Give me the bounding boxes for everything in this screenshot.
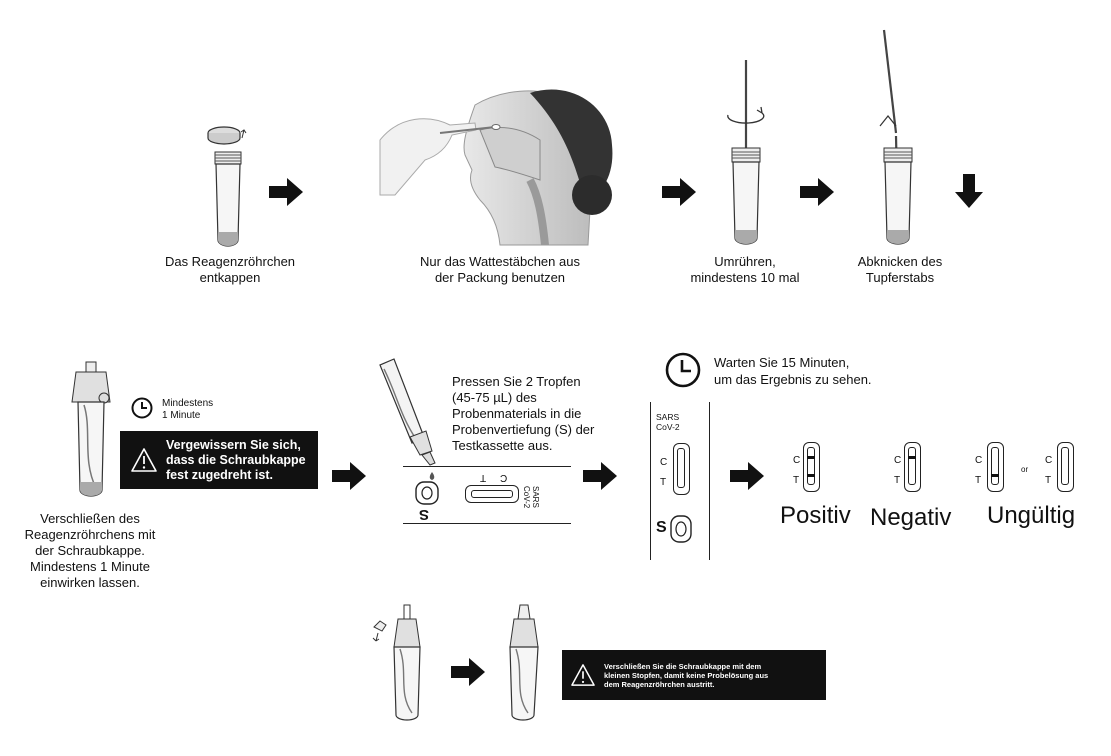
- cassette-cov-text: CoV-2: [522, 486, 531, 509]
- step5-warning-box: Vergewissern Sie sich, dass die Schraubk…: [120, 431, 318, 489]
- nasal-swab-illustration: [379, 89, 613, 246]
- step2-caption-line1: Nur das Wattestäbchen aus: [420, 254, 580, 269]
- step6-instruction-line2: (45-75 µL) des: [452, 390, 537, 405]
- warning-triangle-icon: [131, 448, 157, 472]
- test-cassette-horizontal: [403, 466, 571, 524]
- right-arrow-icon: [800, 178, 834, 206]
- right-arrow-icon: [332, 462, 366, 490]
- clock-icon: [665, 352, 701, 388]
- step1-caption-line1: Das Reagenzröhrchen: [164, 254, 296, 269]
- right-arrow-icon: [269, 178, 303, 206]
- result-window-horizontal: [465, 485, 519, 503]
- step5-timer-line1: Mindestens: [162, 398, 214, 409]
- break-swab-illustration: [879, 29, 913, 245]
- or-label: or: [1021, 465, 1029, 474]
- clock-icon: [131, 397, 153, 419]
- step1-caption-line2: entkappen: [199, 270, 261, 285]
- cassette-s-label-vertical: S: [656, 519, 667, 536]
- stirring-tube-illustration: [727, 60, 765, 245]
- step5-caption-line1: Verschließen des: [40, 511, 140, 526]
- step5-caption-line3: der Schraubkappe.: [35, 543, 145, 558]
- cassette-sars-label-horizontal: SARS CoV-2: [522, 486, 540, 508]
- positive-result-window: [803, 442, 820, 492]
- invalid1-t-label: T: [975, 475, 982, 486]
- cassette-cov-text-vertical: CoV-2: [656, 422, 680, 432]
- negative-label: Negativ: [870, 504, 952, 531]
- cassette-c-label-vertical: C: [660, 457, 668, 468]
- step6-instruction-line5: Testkassette aus.: [452, 438, 553, 453]
- cassette-t-label-vertical: T: [660, 477, 667, 488]
- closed-dropper-tube-illustration: [509, 604, 539, 721]
- sample-well-icon: [670, 515, 692, 543]
- negative-result-window: [904, 442, 921, 492]
- invalid-result-window-1: [987, 442, 1004, 492]
- right-arrow-icon: [451, 658, 485, 686]
- step8-warning-line3: dem Reagenzröhrchen austritt.: [604, 679, 715, 689]
- step4-caption-line1: Abknicken des: [857, 254, 943, 269]
- test-cassette-vertical: [650, 402, 710, 560]
- step2-caption-line2: der Packung benutzen: [434, 270, 566, 285]
- reagent-tube-illustration: [207, 126, 247, 247]
- step4-caption-line2: Tupferstabs: [865, 270, 935, 285]
- step5-caption-line5: einwirken lassen.: [40, 575, 140, 590]
- step5-timer-line2: 1 Minute: [162, 410, 201, 421]
- right-arrow-icon: [730, 462, 764, 490]
- positive-c-label: C: [793, 455, 801, 466]
- step5-caption-line4: Mindestens 1 Minute: [30, 559, 150, 574]
- invalid-label: Ungültig: [987, 502, 1076, 529]
- step5-caption-line2: Reagenzröhrchens mit: [24, 527, 156, 542]
- result-window-vertical: [673, 443, 690, 495]
- invalid-result-window-2: [1057, 442, 1074, 492]
- warning-triangle-icon: [571, 664, 595, 686]
- invalid1-c-label: C: [975, 455, 983, 466]
- step7-wait-line1: Warten Sie 15 Minuten,: [714, 355, 850, 370]
- invalid2-c-label: C: [1045, 455, 1053, 466]
- step5-warning-line2: dass die Schraubkappe: [166, 452, 306, 467]
- step5-warning-line3: fest zugedreht ist.: [166, 467, 273, 482]
- dropper-tube-illustration: [379, 358, 436, 480]
- positive-t-label: T: [793, 475, 800, 486]
- cassette-t-label: T: [480, 472, 487, 483]
- cassette-s-label: S: [419, 506, 430, 523]
- step3-caption-line1: Umrühren,: [714, 254, 776, 269]
- closed-tube-illustration: [71, 361, 111, 497]
- step5-warning-line1: Vergewissern Sie sich,: [166, 437, 301, 452]
- right-arrow-icon: [583, 462, 617, 490]
- step8-warning-line2: kleinen Stopfen, damit keine Probelösung…: [604, 670, 769, 680]
- positive-label: Positiv: [780, 502, 851, 529]
- negative-t-label: T: [894, 475, 901, 486]
- cassette-c-label: C: [500, 472, 508, 483]
- negative-c-label: C: [894, 455, 902, 466]
- cassette-sars-text-vertical: SARS: [656, 412, 680, 422]
- step6-instruction-line4: Probenvertiefung (S) der: [452, 422, 595, 437]
- down-arrow-icon: [955, 174, 983, 208]
- step7-wait-line2: um das Ergebnis zu sehen.: [714, 372, 872, 387]
- cassette-sars-text: SARS: [531, 486, 540, 508]
- step3-caption-line2: mindestens 10 mal: [690, 270, 800, 285]
- sample-well-icon: [415, 481, 439, 505]
- step8-warning-line1: Verschließen Sie die Schraubkappe mit de…: [604, 661, 762, 671]
- right-arrow-icon: [662, 178, 696, 206]
- step6-instruction-line3: Probenmaterials in die: [452, 406, 582, 421]
- step6-instruction-line1: Pressen Sie 2 Tropfen: [452, 374, 581, 389]
- step8-warning-box: Verschließen Sie die Schraubkappe mit de…: [562, 650, 826, 700]
- invalid2-t-label: T: [1045, 475, 1052, 486]
- open-dropper-tube-illustration: [372, 604, 421, 721]
